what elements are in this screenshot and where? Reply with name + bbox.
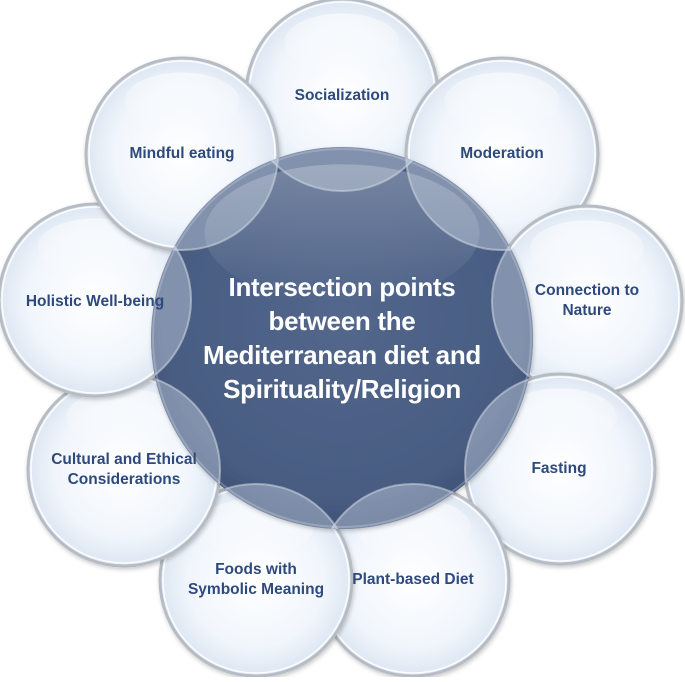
petal-label-socialization: Socialization	[294, 87, 390, 104]
petal-overlap	[151, 203, 192, 397]
petal-circle	[244, 0, 440, 193]
petal-label-cultural-ethical: Cultural and Ethical Considerations	[51, 451, 197, 488]
center-title: Intersection points between the Mediterr…	[202, 272, 482, 404]
petal-overlap	[316, 483, 510, 529]
center-circle	[151, 147, 533, 529]
petal-label-holistic-wellbeing: Holistic Well-being	[25, 293, 165, 310]
petal-label-moderation: Moderation	[460, 145, 544, 162]
center-layer	[151, 147, 533, 529]
petal-overlap	[245, 147, 439, 192]
petal-label-foods-symbolic-meaning: Foods with Symbolic Meaning	[187, 561, 325, 598]
petal-label-connection-to-nature: Connection to Nature	[534, 282, 640, 319]
petal-overlap	[159, 483, 353, 529]
petal-label-mindful-eating: Mindful eating	[129, 145, 235, 162]
petal-overlap	[491, 205, 533, 397]
petal-label-fasting: Fasting	[531, 460, 587, 477]
petal-label-plant-based-diet: Plant-based Diet	[352, 571, 474, 588]
